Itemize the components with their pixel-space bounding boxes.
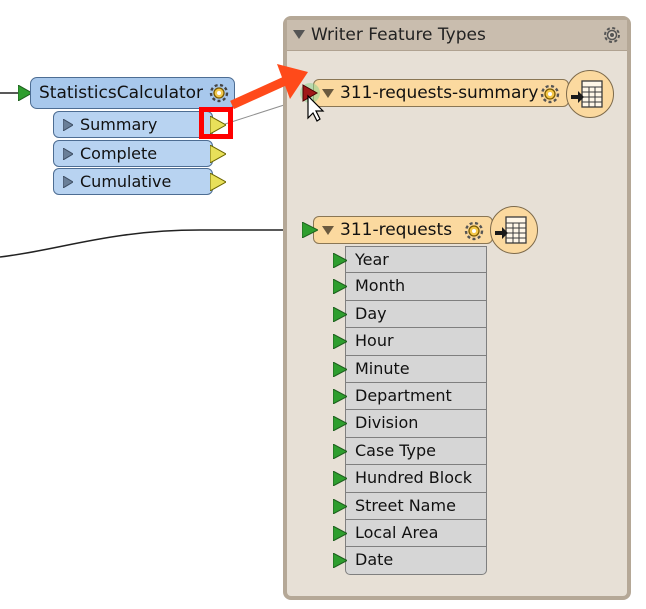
- gear-icon[interactable]: [462, 219, 486, 243]
- port-label: Complete: [80, 144, 158, 163]
- output-port-summary[interactable]: Summary: [53, 111, 213, 138]
- attribute-row[interactable]: Hour: [333, 328, 487, 356]
- input-port-icon[interactable]: [333, 388, 347, 404]
- panel-header[interactable]: Writer Feature Types: [287, 20, 627, 51]
- output-port-complete[interactable]: Complete: [53, 140, 213, 167]
- attribute-name: Department: [355, 385, 452, 405]
- attribute-name: Hour: [355, 331, 394, 351]
- attribute-row[interactable]: Month: [333, 273, 487, 301]
- feature-type-name: 311-requests: [340, 220, 453, 240]
- feature-type-311-requests[interactable]: 311-requests: [313, 216, 493, 244]
- output-port-icon[interactable]: [210, 173, 226, 191]
- panel-title: Writer Feature Types: [311, 25, 486, 45]
- input-port-icon[interactable]: [302, 222, 318, 238]
- attribute-row[interactable]: Local Area: [333, 519, 487, 548]
- feature-type-name: 311-requests-summary: [340, 83, 539, 103]
- input-port-icon[interactable]: [333, 553, 347, 569]
- input-port-icon[interactable]: [333, 498, 347, 514]
- attribute-name: Day: [355, 303, 387, 323]
- attribute-name: Case Type: [355, 440, 436, 460]
- collapse-triangle-icon[interactable]: [293, 30, 305, 40]
- port-label: Cumulative: [80, 172, 172, 191]
- attribute-row[interactable]: Year: [333, 246, 487, 274]
- attribute-row[interactable]: Division: [333, 410, 487, 438]
- expand-triangle-icon[interactable]: [63, 119, 73, 131]
- writer-table-icon: [490, 206, 538, 254]
- input-port-icon[interactable]: [18, 85, 32, 101]
- highlight-box: [199, 107, 233, 139]
- attribute-name: Division: [355, 413, 419, 433]
- feature-type-311-requests-summary[interactable]: 311-requests-summary: [313, 79, 569, 107]
- expand-triangle-icon[interactable]: [63, 148, 73, 160]
- attribute-name: Date: [355, 550, 394, 570]
- attribute-name: Local Area: [355, 522, 439, 542]
- attribute-name: Year: [355, 250, 389, 269]
- output-port-cumulative[interactable]: Cumulative: [53, 168, 213, 195]
- attribute-name: Minute: [355, 358, 410, 378]
- attribute-row[interactable]: Day: [333, 300, 487, 329]
- writer-table-icon: [566, 70, 614, 118]
- connection-to-311-requests: [0, 229, 306, 258]
- input-port-icon[interactable]: [333, 471, 347, 487]
- collapse-triangle-icon[interactable]: [322, 89, 334, 99]
- statistics-calculator-transformer[interactable]: StatisticsCalculator: [30, 77, 235, 109]
- input-port-icon[interactable]: [333, 253, 347, 268]
- attribute-name: Street Name: [355, 495, 456, 515]
- gear-icon[interactable]: [207, 81, 231, 105]
- input-port-icon[interactable]: [333, 361, 347, 377]
- input-port-icon[interactable]: [333, 416, 347, 432]
- output-port-icon[interactable]: [210, 145, 226, 163]
- gear-icon[interactable]: [538, 82, 562, 106]
- attribute-row[interactable]: Department: [333, 382, 487, 411]
- output-port-icon[interactable]: [210, 116, 226, 134]
- input-port-icon[interactable]: [299, 82, 321, 104]
- attribute-row[interactable]: Minute: [333, 355, 487, 383]
- attribute-row[interactable]: Case Type: [333, 437, 487, 466]
- attribute-name: Hundred Block: [355, 468, 473, 488]
- attribute-list: Year Month Day Hour Minute Department Di…: [333, 246, 487, 575]
- port-label: Summary: [80, 115, 158, 134]
- expand-triangle-icon[interactable]: [63, 176, 73, 188]
- attribute-row[interactable]: Street Name: [333, 492, 487, 520]
- transformer-name: StatisticsCalculator: [39, 83, 204, 103]
- gear-icon[interactable]: [601, 24, 623, 46]
- attribute-row[interactable]: Hundred Block: [333, 465, 487, 493]
- input-port-icon[interactable]: [333, 279, 347, 295]
- input-port-icon[interactable]: [333, 306, 347, 322]
- input-port-icon[interactable]: [333, 525, 347, 541]
- attribute-name: Month: [355, 276, 406, 296]
- input-port-icon[interactable]: [333, 443, 347, 459]
- attribute-row[interactable]: Date: [333, 547, 487, 575]
- collapse-triangle-icon[interactable]: [322, 226, 334, 236]
- input-port-icon[interactable]: [333, 334, 347, 350]
